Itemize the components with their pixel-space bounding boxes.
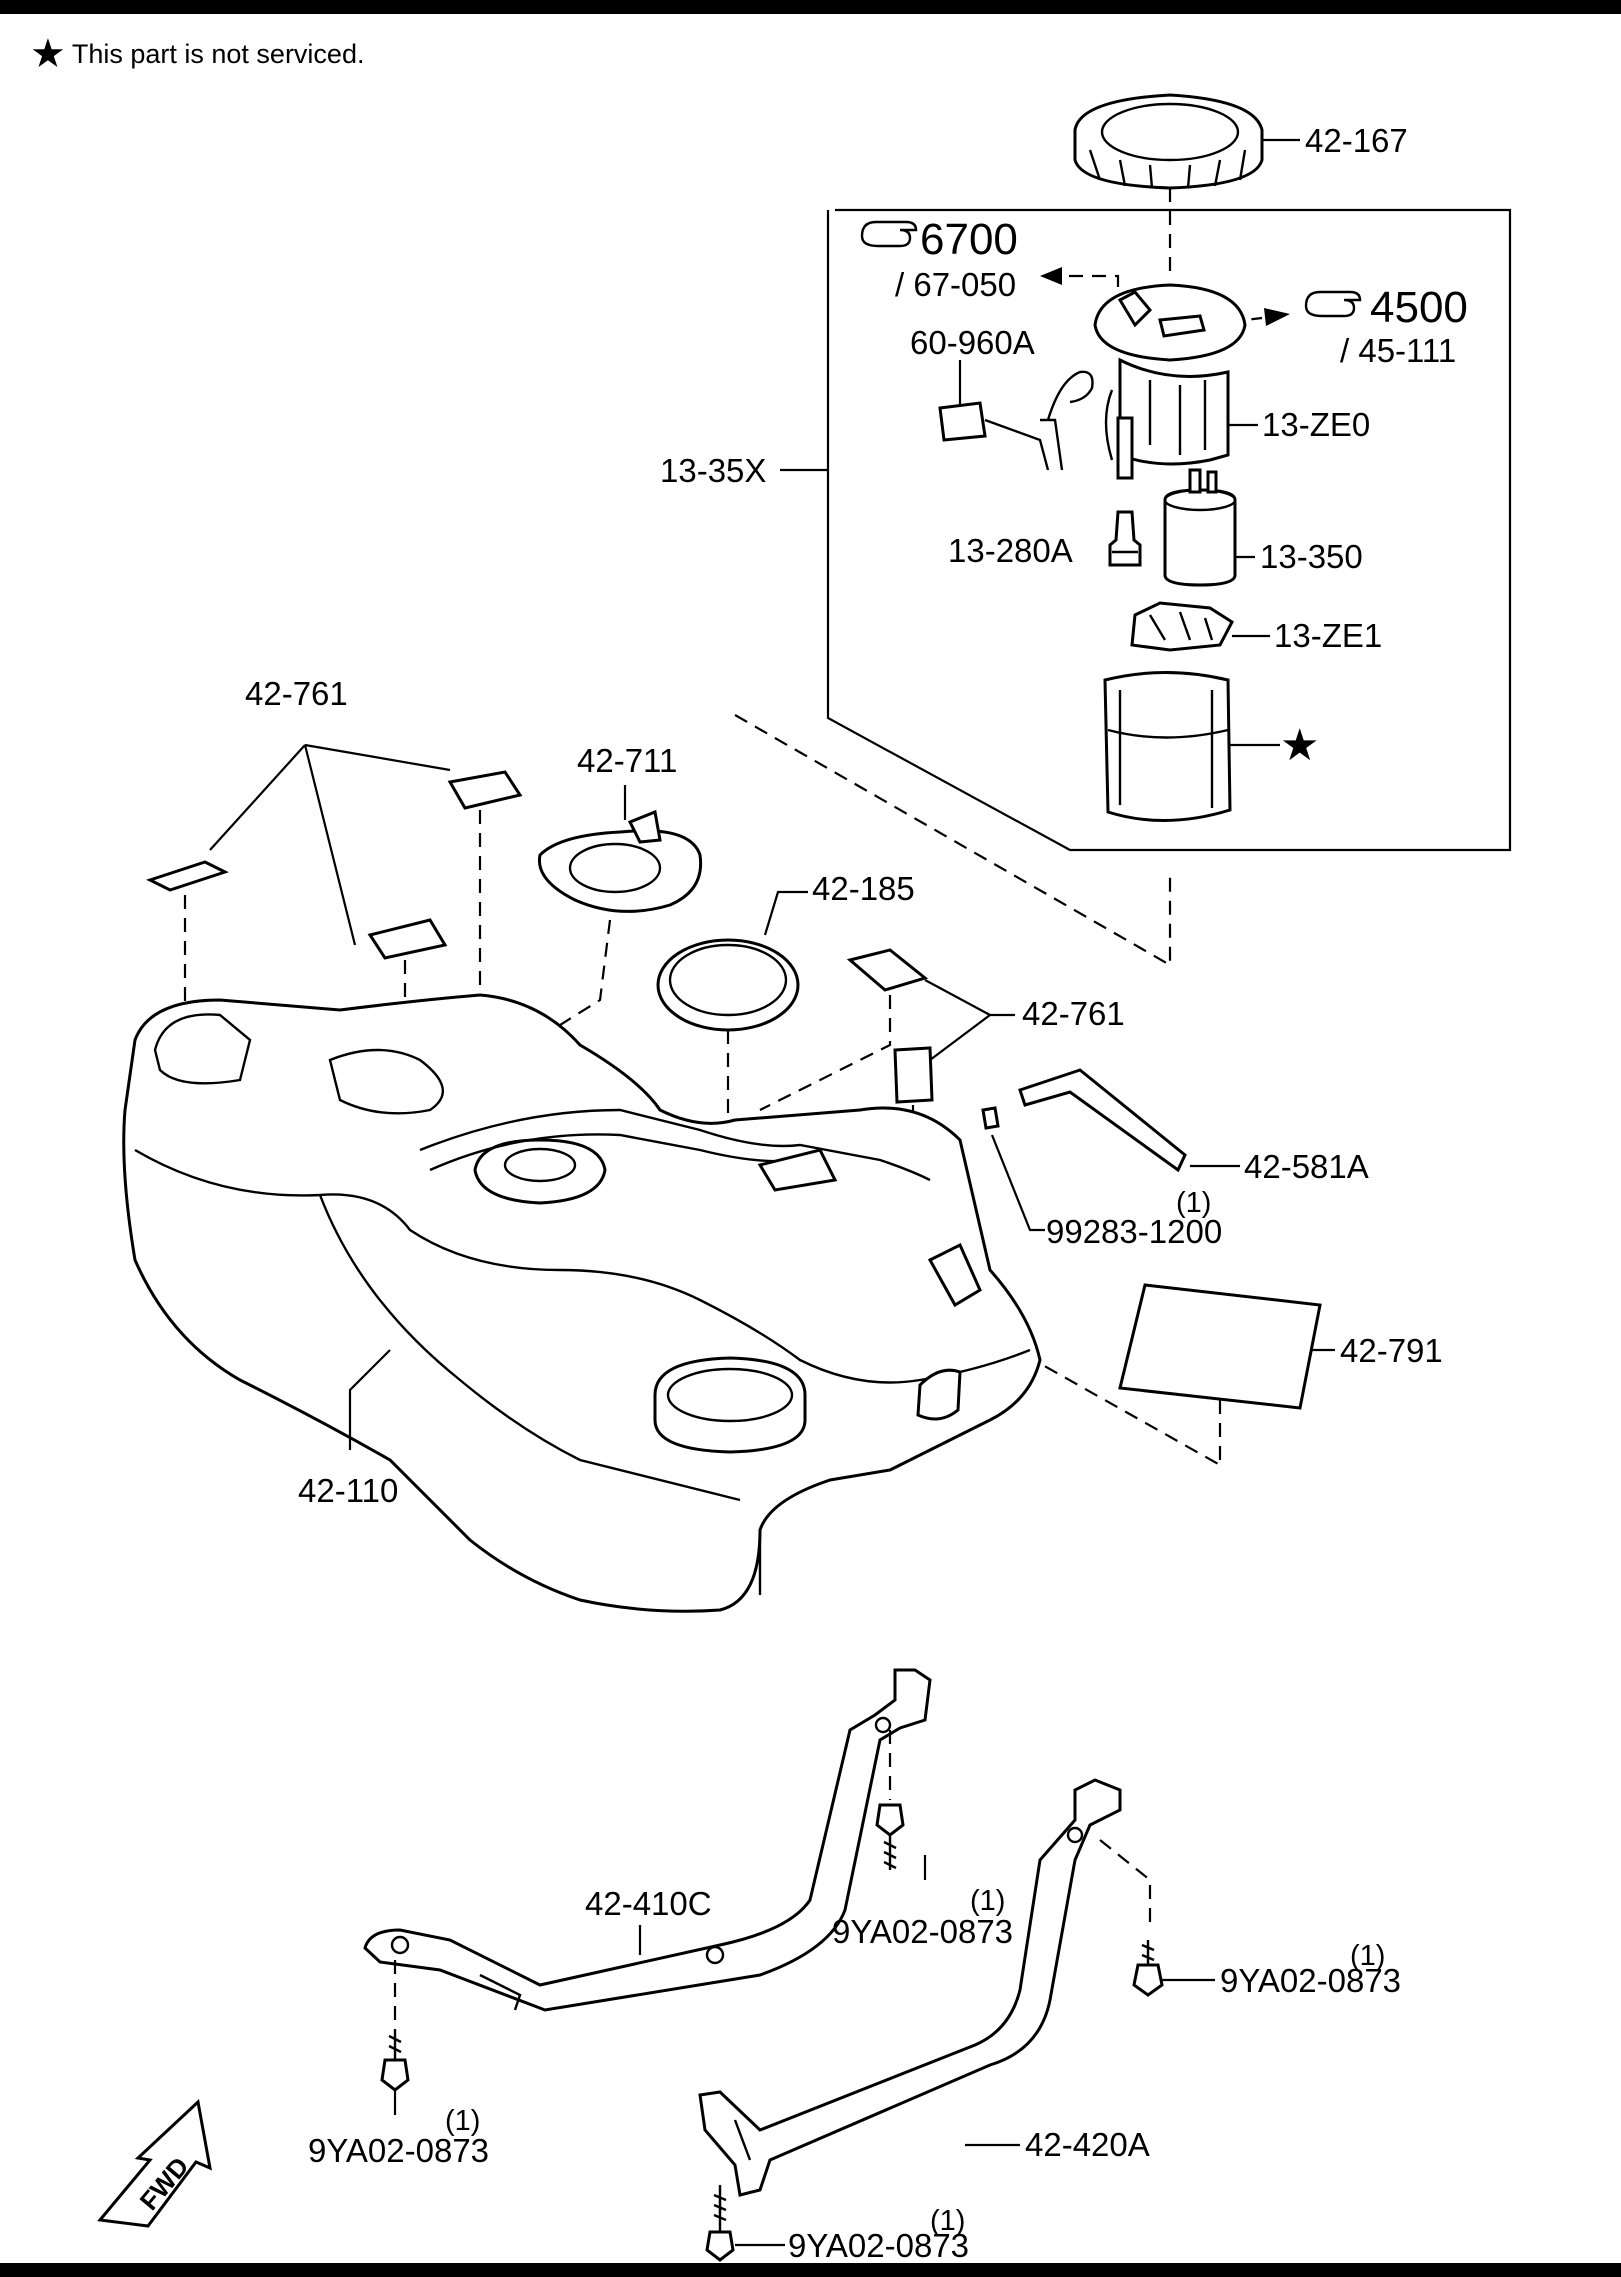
bolt-c [380,1960,410,2092]
label-42-185: 42-185 [812,870,915,907]
not-serviced-star-icon: ★ [1280,721,1319,770]
label-bolt-a: 9YA02-0873 [832,1913,1013,1950]
qty-bolt-c: (1) [445,2105,480,2137]
bolt-a [875,1730,905,1870]
label-42-410C: 42-410C [585,1885,712,1922]
qty-bolt-a: (1) [970,1885,1005,1917]
label-42-791: 42-791 [1340,1332,1443,1369]
label-42-581A: 42-581A [1244,1148,1369,1185]
leader-42-185 [763,890,808,936]
bolt-d [705,2185,735,2262]
bolt-b [1099,1839,1164,1997]
forward-arrow-icon: FWD [97,2099,212,2228]
label-42-761-top: 42-761 [245,675,348,712]
pad-42-761-b [367,918,448,960]
label-13-ZE0: 13-ZE0 [1262,406,1370,443]
reference-sub: / 67-050 [895,266,1016,303]
label-60-960A: 60-960A [910,324,1035,361]
label-bolt-d: 9YA02-0873 [788,2227,969,2264]
trace-assembly-to-tank [734,714,1172,967]
trace-pads-right [759,995,915,1380]
label-42-761-right: 42-761 [1022,995,1125,1032]
hose-42-581A [1018,1068,1187,1173]
assembly-label: 13-35X [660,452,766,489]
label-42-420A: 42-420A [1025,2126,1150,2163]
label-42-167: 42-167 [1305,122,1408,159]
not-serviced-note: ★ This part is not serviced. [30,34,364,74]
pad-42-761-a [146,860,229,892]
qty-bolt-b: (1) [1350,1940,1385,1972]
reservoir-cup [1103,671,1232,822]
reference-number: 6700 [920,215,1018,264]
leaders-42-761-right [924,979,1015,1061]
label-42-110: 42-110 [298,1472,398,1509]
fuel-tank-42-110 [122,993,1042,1613]
leader-42-110 [348,1349,391,1450]
pressure-regulator-13-280A [1108,510,1142,567]
reference-sub: / 45-111 [1340,332,1456,369]
pad-42-761-e [893,1046,934,1104]
label-bolt-b: 9YA02-0873 [1220,1962,1401,1999]
reference-6700: 6700 / 67-050 [860,215,1018,303]
trace-42-791 [1024,1354,1222,1466]
arrowhead-6700 [1040,267,1062,285]
gasket-42-185 [656,938,800,1032]
label-99283: 99283-1200 [1046,1213,1222,1250]
label-13-350: 13-350 [1260,538,1363,575]
arrowhead-4500 [1264,308,1290,326]
pointing-hand-icon [860,220,918,248]
label-42-711: 42-711 [577,742,677,779]
label-13-ZE1: 13-ZE1 [1274,617,1382,654]
leader-99283 [990,1134,1045,1232]
reference-4500: 4500 / 45-111 [1304,283,1468,369]
insulator-42-711 [537,809,703,913]
label-13-280A: 13-280A [948,532,1073,569]
qty-bolt-d: (1) [930,2205,965,2237]
star-icon: ★ [30,32,66,76]
assembly-box [826,208,1512,852]
bottom-rule [0,2263,1621,2277]
heat-insulator-42-791 [1118,1283,1322,1410]
qty-99283: (1) [1176,1187,1211,1219]
fuel-filter-13-ZE1 [1130,601,1234,652]
fuel-gauge-sender-60-960A [938,370,1094,471]
pad-42-761-c [447,770,523,810]
pad-42-761-d [846,948,929,992]
fuel-pump-13-350 [1163,468,1237,587]
fuel-pump-module-13-ZE0 [1093,283,1247,480]
note-text: This part is not serviced. [71,38,365,69]
tank-strap-42-420A [698,1778,1122,2197]
hose-clamp-99283 [981,1106,1000,1130]
pointing-hand-icon [1304,290,1362,318]
label-bolt-c: 9YA02-0873 [308,2132,489,2169]
reference-number: 4500 [1370,283,1468,332]
leaders-42-761-top [209,743,451,946]
top-rule [0,0,1621,14]
lock-ring-42-167 [1073,93,1264,190]
tank-strap-42-410C [363,1668,932,2012]
